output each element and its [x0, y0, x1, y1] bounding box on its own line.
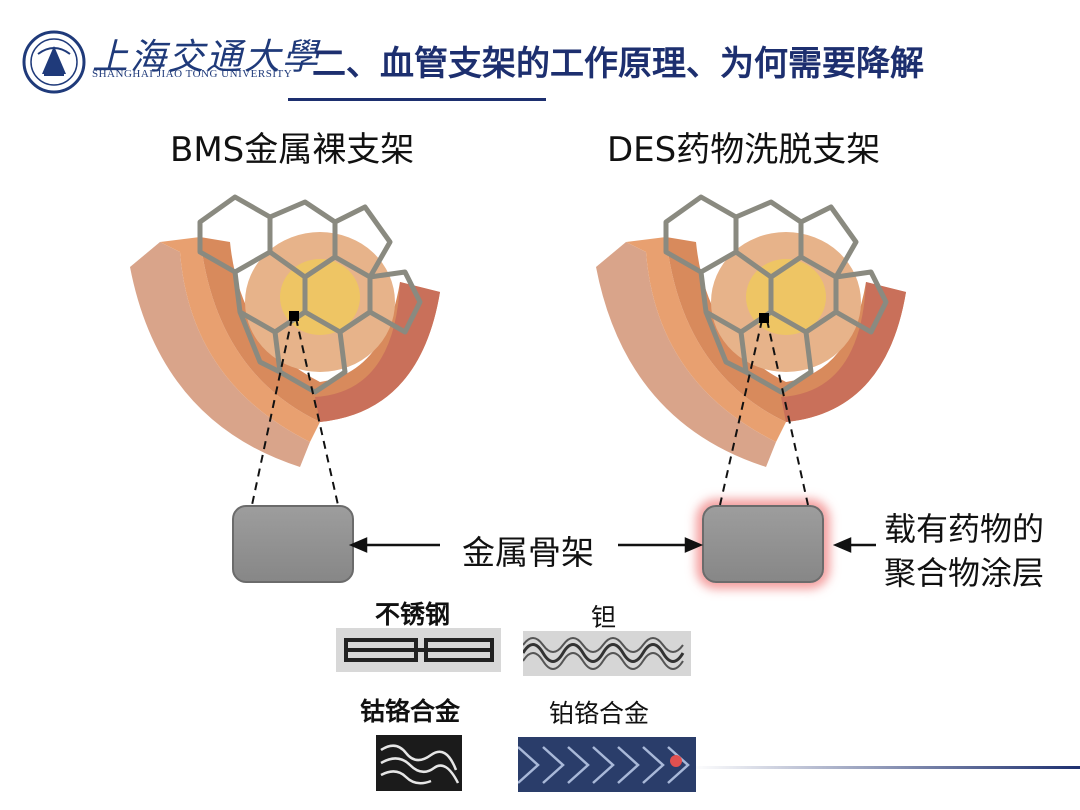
- bms-heading: BMS金属裸支架: [170, 130, 415, 170]
- bms-strut-cross-section: [232, 505, 354, 583]
- drug-coating-label: 载有药物的 聚合物涂层: [884, 507, 1044, 595]
- title-underline: [288, 98, 546, 101]
- decorative-footer-rule: [692, 766, 1080, 769]
- university-seal-logo: [22, 30, 86, 94]
- platinum-chromium-stent-image: [518, 737, 696, 792]
- des-coated-strut-cross-section: [702, 505, 824, 583]
- university-name-en: SHANGHAI JIAO TONG UNIVERSITY: [92, 68, 293, 80]
- cobalt-chromium-stent-image: [376, 735, 462, 791]
- material-stainless-steel-label: 不锈钢: [375, 600, 451, 629]
- stainless-steel-stent-image: [336, 628, 501, 672]
- coating-label-line2: 聚合物涂层: [884, 554, 1045, 592]
- university-name-cn: 上海交通大學: [92, 37, 321, 78]
- material-tantalum-label: 钽: [591, 603, 617, 632]
- des-heading: DES药物洗脱支架: [607, 130, 881, 170]
- des-stent-illustration: [596, 194, 906, 467]
- material-cobalt-chromium-label: 钴铬合金: [360, 697, 461, 726]
- metal-scaffold-label: 金属骨架: [462, 533, 594, 572]
- slide-title: 二、血管支架的工作原理、为何需要降解: [312, 44, 924, 84]
- coating-label-line1: 载有药物的: [884, 510, 1045, 548]
- tantalum-stent-image: [523, 631, 691, 676]
- bms-stent-illustration: [130, 194, 440, 467]
- material-platinum-chromium-label: 铂铬合金: [549, 699, 650, 728]
